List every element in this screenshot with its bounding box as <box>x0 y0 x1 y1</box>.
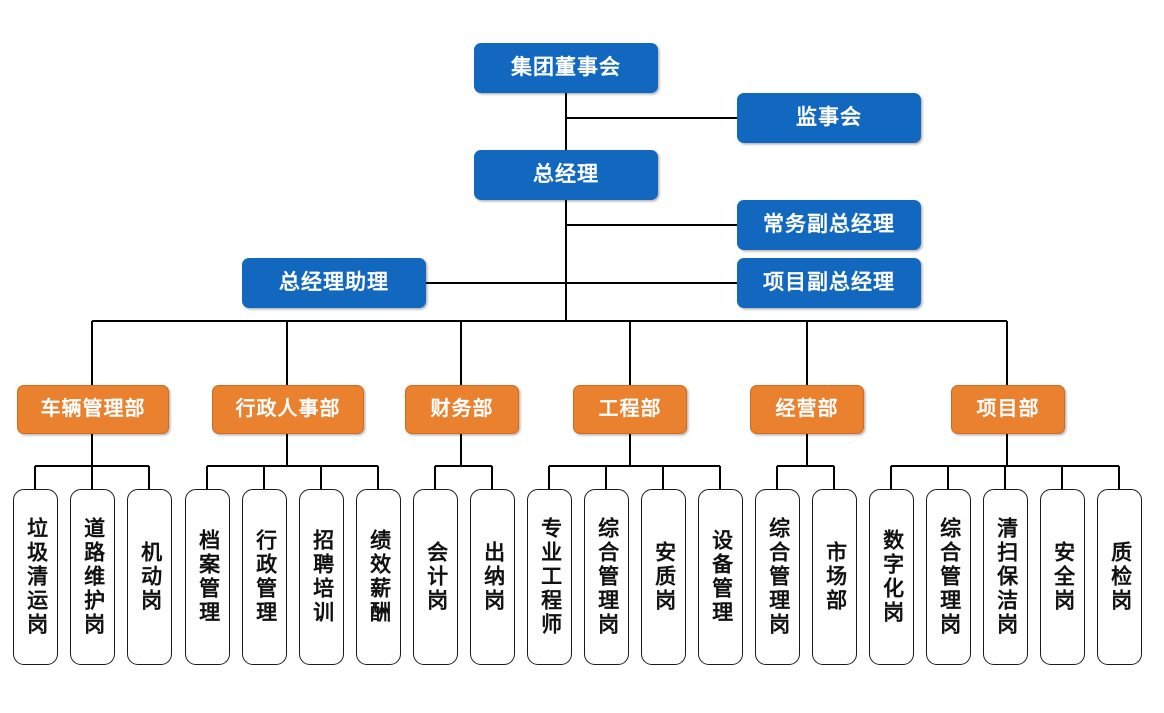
node-general-manager[interactable]: 总经理 <box>474 150 658 200</box>
node-post-eng-general-mgmt[interactable]: 综合管理岗 <box>584 489 629 665</box>
node-project-vice-gm[interactable]: 项目副总经理 <box>737 258 921 308</box>
node-post-accounting[interactable]: 会计岗 <box>413 489 458 665</box>
node-post-recruit-train[interactable]: 招聘培训 <box>299 489 344 665</box>
node-post-digital-post[interactable]: 数字化岗 <box>869 489 914 665</box>
node-post-road-maintain[interactable]: 道路维护岗 <box>70 489 115 665</box>
node-post-proj-general-mgmt[interactable]: 综合管理岗 <box>926 489 971 665</box>
node-post-market-dept[interactable]: 市场部 <box>812 489 857 665</box>
node-post-quality-check[interactable]: 质检岗 <box>1097 489 1142 665</box>
node-dept-admin-hr[interactable]: 行政人事部 <box>212 385 364 434</box>
node-post-equipment-mgmt[interactable]: 设备管理 <box>698 489 743 665</box>
node-dept-finance[interactable]: 财务部 <box>405 385 519 434</box>
node-post-pro-engineer[interactable]: 专业工程师 <box>527 489 572 665</box>
node-dept-vehicle[interactable]: 车辆管理部 <box>17 385 169 434</box>
node-post-performance-pay[interactable]: 绩效薪酬 <box>356 489 401 665</box>
node-dept-operation[interactable]: 经营部 <box>750 385 864 434</box>
node-dept-project[interactable]: 项目部 <box>951 385 1065 434</box>
node-post-op-general-mgmt[interactable]: 综合管理岗 <box>755 489 800 665</box>
node-post-cashier[interactable]: 出纳岗 <box>470 489 515 665</box>
node-post-safety-post[interactable]: 安全岗 <box>1040 489 1085 665</box>
node-post-waste-clean[interactable]: 垃圾清运岗 <box>13 489 58 665</box>
node-dept-engineer[interactable]: 工程部 <box>573 385 687 434</box>
node-post-mobile-post[interactable]: 机动岗 <box>127 489 172 665</box>
node-post-admin-mgmt[interactable]: 行政管理 <box>242 489 287 665</box>
node-supervisory[interactable]: 监事会 <box>737 93 921 143</box>
node-board[interactable]: 集团董事会 <box>474 43 658 93</box>
node-post-safety-quality[interactable]: 安质岗 <box>641 489 686 665</box>
node-gm-assistant[interactable]: 总经理助理 <box>242 258 426 308</box>
node-exec-vice-gm[interactable]: 常务副总经理 <box>737 200 921 250</box>
node-post-cleaning-post[interactable]: 清扫保洁岗 <box>983 489 1028 665</box>
node-post-archive-mgmt[interactable]: 档案管理 <box>185 489 230 665</box>
